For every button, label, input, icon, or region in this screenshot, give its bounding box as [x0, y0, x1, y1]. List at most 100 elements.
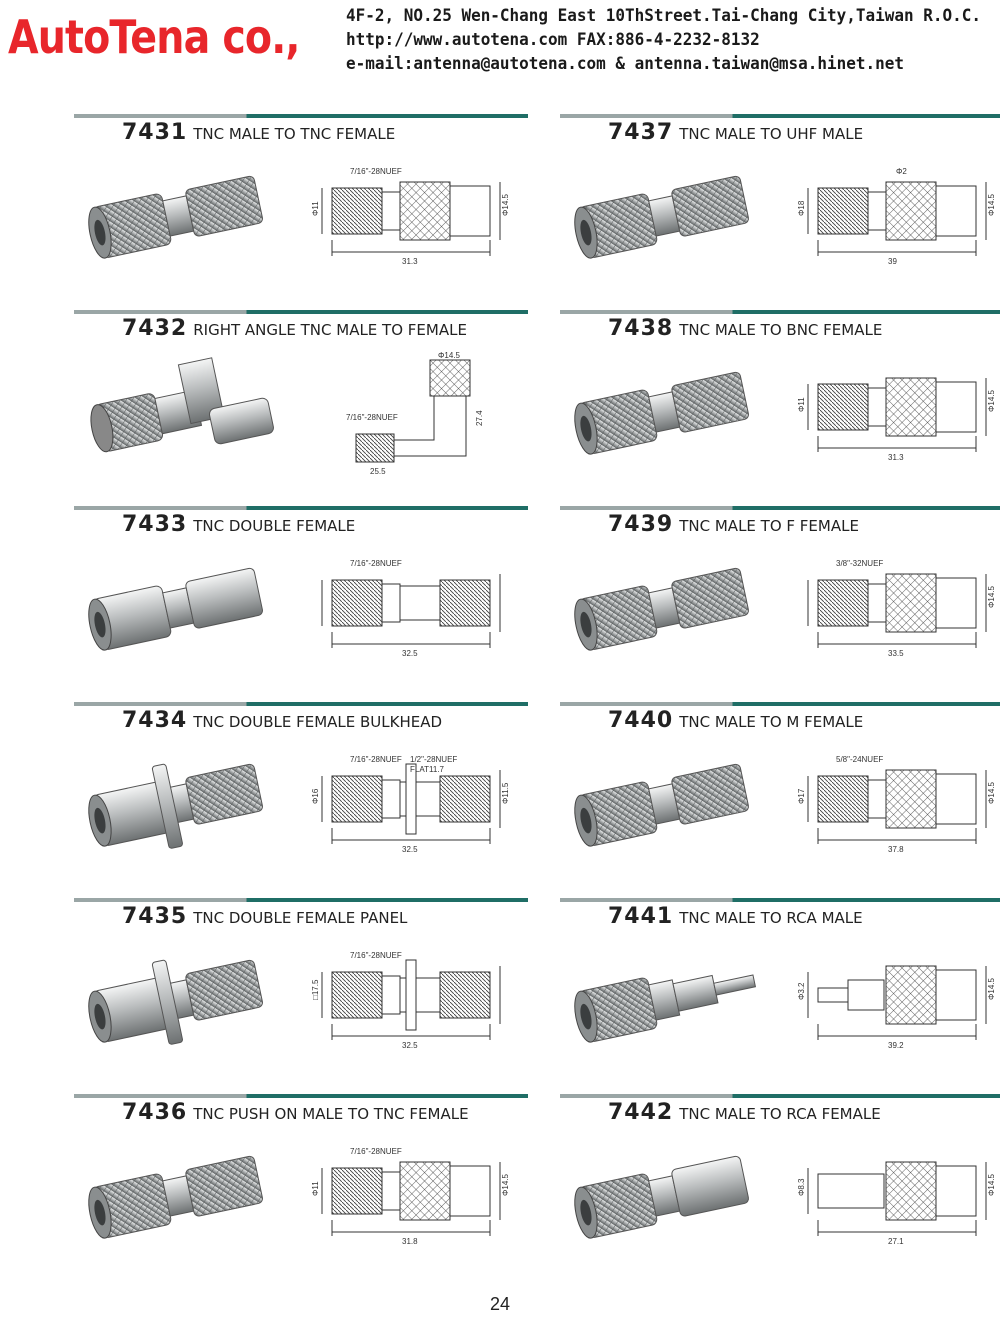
diameter-left: Φ18 — [797, 200, 806, 216]
length-dimension: 39 — [888, 257, 897, 266]
product-name: TNC MALE TO BNC FEMALE — [679, 321, 883, 339]
length-dimension: 32.5 — [402, 1041, 418, 1050]
thread-spec: 7/16"-28NUEF — [350, 559, 402, 568]
section-rule — [74, 114, 528, 118]
product-name: TNC DOUBLE FEMALE BULKHEAD — [193, 713, 443, 731]
section-rule — [560, 1094, 1000, 1098]
diameter-right: Φ14.5 — [987, 1173, 996, 1196]
extra-spec: 1/2"-28NUEF — [410, 755, 457, 764]
connector-photo — [574, 567, 749, 651]
product-code: 7439 — [608, 512, 674, 537]
length-dimension: 31.3 — [888, 453, 904, 462]
product-code: 7431 — [122, 120, 188, 145]
diameter-right: Φ14.5 — [501, 193, 510, 216]
connector-photo — [574, 763, 749, 847]
dimension-drawing: 27.1 Φ8.3 Φ14.5 — [797, 1161, 996, 1246]
length-dimension: 25.5 — [370, 467, 386, 476]
connector-photo — [90, 357, 274, 453]
contact-block: 4F-2, NO.25 Wen-Chang East 10ThStreet.Ta… — [346, 4, 1000, 76]
address-line: 4F-2, NO.25 Wen-Chang East 10ThStreet.Ta… — [346, 6, 981, 26]
diameter-left: Φ11 — [797, 397, 806, 412]
length-dimension: 27.1 — [888, 1237, 904, 1246]
thread-spec: 3/8"-32NUEF — [836, 559, 883, 568]
diameter-left: Φ11 — [311, 1181, 320, 1196]
product-code: 7434 — [122, 708, 188, 733]
brand-logo: AutoTena co., — [8, 10, 300, 64]
connector-photo — [574, 974, 757, 1043]
thread-spec: 5/8"-24NUEF — [836, 755, 883, 764]
diameter-dimension: Φ14.5 — [438, 351, 461, 360]
product-title: 7434 TNC DOUBLE FEMALE BULKHEAD — [122, 708, 442, 733]
section-rule — [560, 310, 1000, 314]
length-dimension: 31.3 — [402, 257, 418, 266]
diameter-right: Φ14.5 — [987, 585, 996, 608]
product-name: TNC MALE TO F FEMALE — [679, 517, 859, 535]
diameter-right: Φ14.5 — [987, 389, 996, 412]
length-dimension: 33.5 — [888, 649, 904, 658]
section-rule — [560, 702, 1000, 706]
connector-photo — [88, 175, 263, 259]
product-code: 7437 — [608, 120, 674, 145]
product-title: 7436 TNC PUSH ON MALE TO TNC FEMALE — [122, 1100, 469, 1125]
length-dimension: 31.8 — [402, 1237, 418, 1246]
product-name: TNC MALE TO RCA MALE — [679, 909, 863, 927]
connector-photo — [574, 371, 749, 455]
product-title: 7441 TNC MALE TO RCA MALE — [608, 904, 863, 929]
product-name: TNC MALE TO RCA FEMALE — [679, 1105, 881, 1123]
product-name: TNC MALE TO TNC FEMALE — [193, 125, 396, 143]
diameter-left: Φ8.3 — [797, 1178, 806, 1196]
product-title: 7439 TNC MALE TO F FEMALE — [608, 512, 859, 537]
product-card: 7434 TNC DOUBLE FEMALE BULKHEAD 7/16"-28NU… — [74, 702, 528, 898]
length-dimension: 32.5 — [402, 649, 418, 658]
connector-photo — [88, 1155, 263, 1239]
product-name: TNC PUSH ON MALE TO TNC FEMALE — [193, 1105, 469, 1123]
dimension-drawing: 3/8"-32NUEF 33.5 Φ14.5 — [807, 559, 996, 658]
connector-photo — [88, 567, 263, 651]
product-card: 7431 TNC MALE TO TNC FEMALE 7/16"-28NUEF 31… — [74, 114, 528, 310]
page-number: 24 — [489, 1294, 511, 1314]
diameter-left: Φ17 — [797, 788, 806, 804]
diameter-left: Φ3.2 — [797, 982, 806, 1000]
diameter-right: Φ11.5 — [501, 782, 510, 804]
extra-spec: Φ2 — [896, 167, 907, 176]
web-fax-line: http://www.autotena.com FAX:886-4-2232-8… — [346, 30, 760, 50]
connector-photo — [88, 763, 263, 849]
thread-spec: 7/16"-28NUEF — [350, 167, 402, 176]
length-dimension: 32.5 — [402, 845, 418, 854]
length-dimension: 37.8 — [888, 845, 904, 854]
thread-spec: 7/16"-28NUEF — [350, 755, 402, 764]
thread-spec: 7/16"-28NUEF — [350, 1147, 402, 1156]
length-dimension: 39.2 — [888, 1041, 904, 1050]
product-name: RIGHT ANGLE TNC MALE TO FEMALE — [193, 321, 467, 339]
diameter-left: □17.5 — [311, 979, 320, 1000]
product-title: 7437 TNC MALE TO UHF MALE — [608, 120, 863, 145]
section-rule — [560, 506, 1000, 510]
connector-photo — [88, 959, 263, 1045]
email-line: e-mail:antenna@autotena.com & antenna.ta… — [346, 54, 905, 74]
dimension-drawing: 31.3 Φ11 Φ14.5 — [797, 377, 996, 462]
product-name: TNC DOUBLE FEMALE PANEL — [193, 909, 408, 927]
product-code: 7436 — [122, 1100, 188, 1125]
extra-spec-2: FLAT11.7 — [410, 765, 444, 774]
product-name: TNC MALE TO UHF MALE — [679, 125, 864, 143]
product-title: 7431 TNC MALE TO TNC FEMALE — [122, 120, 395, 145]
section-rule — [74, 1094, 528, 1098]
section-rule — [74, 898, 528, 902]
diameter-right: Φ14.5 — [987, 781, 996, 804]
product-code: 7441 — [608, 904, 674, 929]
